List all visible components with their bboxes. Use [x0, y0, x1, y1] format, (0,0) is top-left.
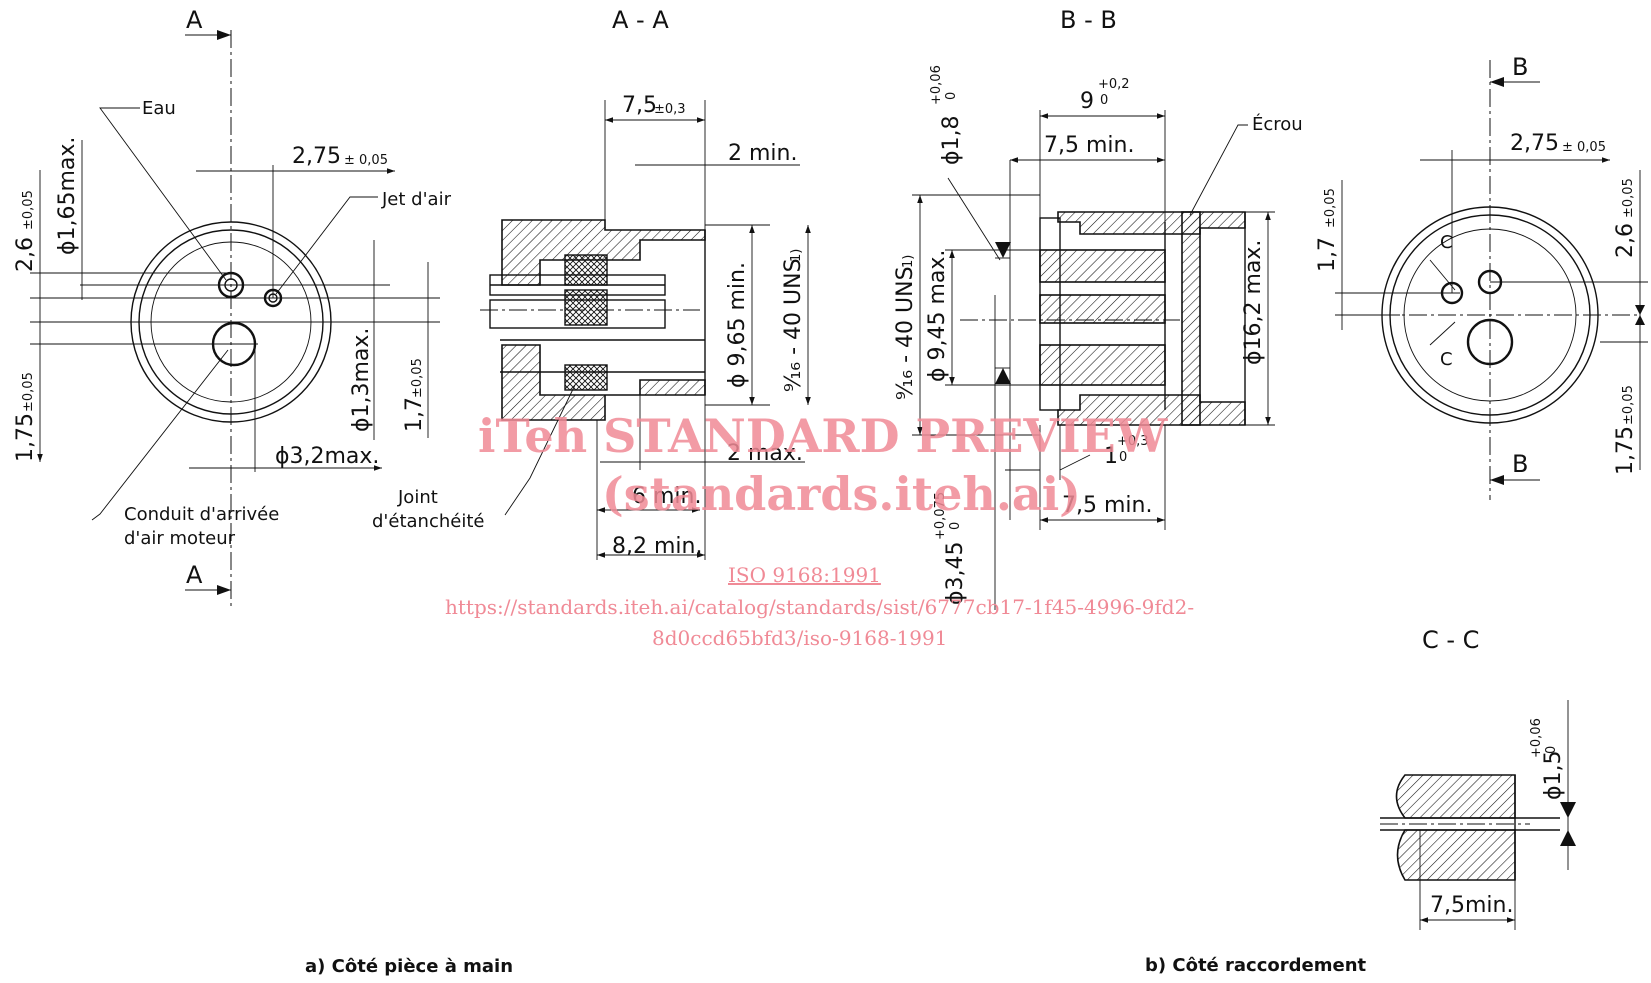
dim-dia-1-5-tol-up: +0,06	[1529, 718, 1544, 758]
section-mark-b-top: B	[1512, 53, 1528, 81]
dim-9-tol-lo: 0	[1100, 93, 1108, 108]
dim-1-7-b: 1,7	[1315, 237, 1340, 272]
dim-dia-9-45: ϕ 9,45 max.	[925, 250, 950, 382]
title-b-b: B - B	[1060, 6, 1117, 34]
dim-7-5-min-cc: 7,5min.	[1430, 893, 1513, 918]
dim-1: 1	[1104, 444, 1118, 469]
title-c-c: C - C	[1422, 626, 1479, 654]
section-mark-b-bottom: B	[1512, 450, 1528, 478]
dim-dia-3-45-tol-up: +0,075	[933, 492, 948, 540]
label-conduit-2: d'air moteur	[124, 528, 236, 549]
cut-mark-c-bottom: C	[1440, 349, 1453, 370]
label-jet-air: Jet d'air	[381, 189, 452, 210]
view-b: B B C C 2,75 ± 0,05 1,7 ±0,05 2,6 ±0,05 …	[1315, 53, 1648, 500]
dim-1-75-b-tol: ±0,05	[1621, 385, 1636, 425]
dim-2-min: 2 min.	[728, 141, 797, 166]
dim-2-max: 2 max.	[727, 441, 803, 466]
dim-dia-3-2: ϕ3,2max.	[275, 444, 379, 469]
dim-dia-1-8-tol-lo: 0	[944, 92, 959, 100]
label-ecrou: Écrou	[1252, 113, 1303, 135]
dim-7-5: 7,5	[622, 93, 657, 118]
dim-1-tol-up: +0,3	[1117, 434, 1149, 449]
dim-2-6-b: 2,6	[1613, 223, 1638, 258]
label-joint-2: d'étanchéité	[372, 511, 484, 532]
watermark: iTeh STANDARD PREVIEW (standards.iteh.ai…	[445, 409, 1194, 650]
dim-8-2-min: 8,2 min.	[612, 534, 702, 559]
dim-dia-3-45: ϕ3,45	[943, 542, 968, 606]
view-a-a: A - A 7,5 ±0,3 2 min. ϕ 9,65 min. ⁹⁄₁₆ -…	[372, 6, 811, 560]
dim-uns-a: ⁹⁄₁₆ - 40 UNS	[781, 258, 806, 392]
dim-9-tol-up: +0,2	[1098, 77, 1130, 92]
dim-uns-b-note: 1)	[901, 255, 916, 268]
dim-1-tol-lo: 0	[1119, 450, 1127, 465]
label-conduit-1: Conduit d'arrivée	[124, 504, 279, 525]
section-mark-a-bottom: A	[186, 561, 203, 589]
dim-dia-1-8: ϕ1,8	[939, 116, 964, 166]
dim-7-5-tol: ±0,3	[654, 102, 686, 117]
dim-1-7: 1,7	[402, 397, 427, 432]
label-eau: Eau	[142, 98, 176, 119]
dim-2-6: 2,6	[13, 237, 38, 272]
dim-uns-a-note: 1)	[789, 249, 804, 262]
dim-1-75-b: 1,75	[1613, 426, 1638, 475]
view-b-b: B - B 9 +0,2 0 7,5 min. ϕ1,8 +0,06 0 ⁹⁄₁…	[893, 6, 1303, 610]
dim-2-75-a-tol: ± 0,05	[344, 153, 388, 168]
dim-dia-1-5-tol-lo: 0	[1544, 746, 1559, 754]
dim-1-7-tol: ±0,05	[410, 358, 425, 398]
dim-9: 9	[1080, 89, 1094, 114]
section-mark-a-top: A	[186, 6, 203, 34]
dim-1-7-b-tol: ±0,05	[1323, 188, 1338, 228]
dim-1-75: 1,75	[13, 413, 38, 462]
label-joint-1: Joint	[397, 487, 438, 508]
watermark-standard-link[interactable]: ISO 9168:1991	[728, 563, 881, 587]
dim-dia-1-8-tol-up: +0,06	[929, 65, 944, 105]
dim-dia-1-3: ϕ1,3max.	[349, 328, 374, 432]
dim-dia-9-65: ϕ 9,65 min.	[725, 262, 750, 388]
watermark-title: iTeh STANDARD PREVIEW	[478, 409, 1169, 463]
dim-1-75-tol: ±0,05	[21, 372, 36, 412]
dim-dia-3-45-tol-lo: 0	[948, 522, 963, 530]
dim-dia-16-2: ϕ16,2 max.	[1241, 240, 1266, 365]
dim-2-75-b: 2,75	[1510, 131, 1559, 156]
dim-7-5-min-bb-2: 7,5 min.	[1062, 493, 1152, 518]
title-a-a: A - A	[612, 6, 669, 34]
view-a: A A 2,6 ±0,05 1,75 ±0,05 ϕ1,65max. ϕ1,3m…	[13, 6, 452, 610]
caption-a: a) Côté pièce à main	[305, 956, 513, 977]
watermark-url-1[interactable]: https://standards.iteh.ai/catalog/standa…	[445, 595, 1194, 619]
caption-b: b) Côté raccordement	[1145, 955, 1367, 976]
cut-mark-c-top: C	[1440, 232, 1453, 253]
dim-2-75-b-tol: ± 0,05	[1562, 140, 1606, 155]
dim-uns-b: ⁹⁄₁₆ - 40 UNS	[893, 266, 918, 400]
watermark-subtitle: (standards.iteh.ai)	[602, 467, 1081, 521]
dim-2-75-a: 2,75	[292, 144, 341, 169]
dim-6-min: 6 min.	[632, 484, 701, 509]
dim-2-6-tol: ±0,05	[21, 190, 36, 230]
dim-dia-1-5: ϕ1,5	[1541, 751, 1566, 801]
watermark-url-2[interactable]: 8d0ccd65bfd3/iso-9168-1991	[652, 626, 947, 650]
view-c-c: C - C ϕ1,5 +0,06 0 7,5min.	[1380, 626, 1576, 930]
dim-dia-1-65: ϕ1,65max.	[55, 137, 80, 255]
dim-2-6-b-tol: ±0,05	[1621, 178, 1636, 218]
dim-7-5-min-bb: 7,5 min.	[1044, 133, 1134, 158]
